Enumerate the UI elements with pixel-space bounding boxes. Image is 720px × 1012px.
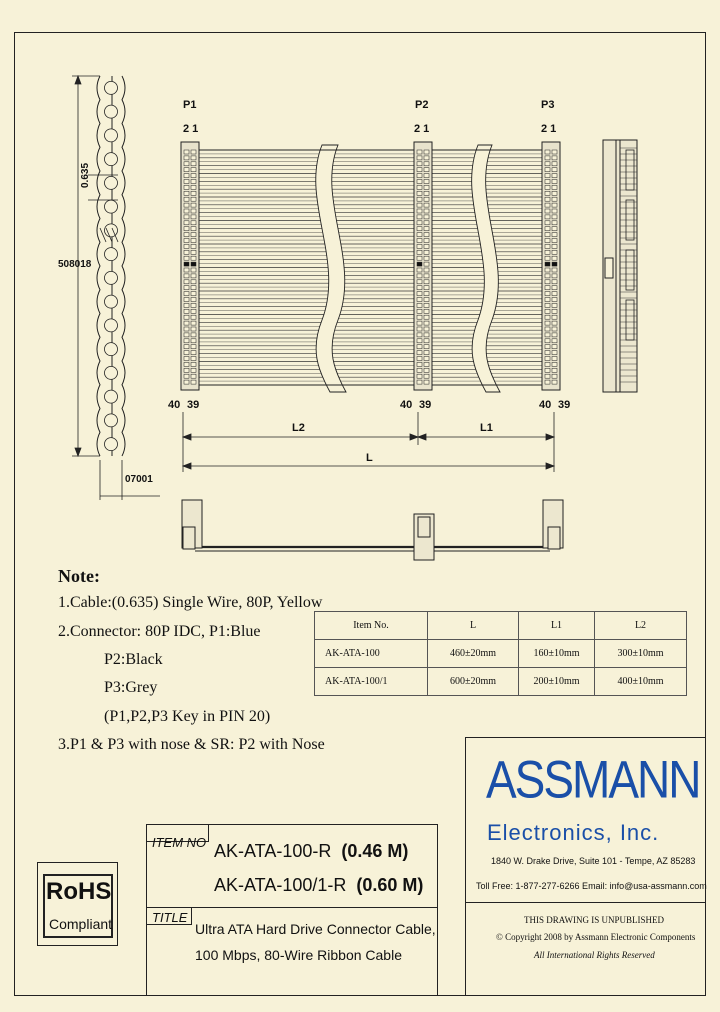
side-view [602,139,638,393]
p1-pin-40: 40 [168,399,181,411]
rohs-compliant: Compliant [49,916,113,932]
ribbon-wires [199,144,542,393]
divider [465,902,706,903]
table-cell: 600±20mm [427,667,519,696]
note-line-4: P3:Grey [104,679,158,696]
title-divider [146,907,438,908]
dim-l1-label: L1 [480,422,493,434]
copyright-text: Copyright 2008 by Assmann Electronic Com… [505,932,696,942]
width-label: 508018 [58,259,92,270]
table-cell: 160±10mm [518,639,595,668]
item-number-2: AK-ATA-100/1-R (0.60 M) [214,875,423,896]
p3-pin-top: 2 1 [541,123,557,135]
p3-pin-39: 39 [558,399,571,411]
table-header: L2 [594,611,687,640]
note-line-5: (P1,P2,P3 Key in PIN 20) [104,708,271,725]
thickness-label: 07001 [125,474,153,485]
table-row: AK-ATA-100/1 600±20mm 200±10mm 400±10mm [314,667,687,696]
table-header: L1 [518,611,595,640]
company-subtitle: Electronics, Inc. [487,820,660,845]
note-title: Note: [58,566,100,586]
dim-l2-label: L2 [292,422,305,434]
dim-l-label: L [366,452,373,464]
title-line-2: 100 Mbps, 80-Wire Ribbon Cable [195,947,402,963]
length-dimensions [181,412,556,472]
notice-unpublished: THIS DRAWING IS UNPUBLISHED [524,915,665,925]
note-line-3: P2:Black [104,651,163,668]
table-cell: 200±10mm [518,667,595,696]
title-block [146,824,438,996]
p3-pin-40: 40 [539,399,552,411]
item-code-2: AK-ATA-100/1-R [214,875,347,895]
item-number-1: AK-ATA-100-R (0.46 M) [214,841,408,862]
connector-p1 [180,141,200,391]
wire-cores [104,80,118,452]
p2-pin-39: 39 [419,399,432,411]
note-line-1: 1.Cable:(0.635) Single Wire, 80P, Yellow [58,594,323,611]
p2-pin-top: 2 1 [414,123,430,135]
item-code-1: AK-ATA-100-R [214,841,332,861]
title-line-1: Ultra ATA Hard Drive Connector Cable, [195,921,436,937]
width-dimension [72,74,160,500]
item-no-label: ITEM NO [152,835,207,850]
table-cell: AK-ATA-100 [314,639,428,668]
company-address: 1840 W. Drake Drive, Suite 101 - Tempe, … [491,856,696,866]
note-line-2: 2.Connector: 80P IDC, P1:Blue [58,623,261,640]
table-cell: 460±20mm [427,639,519,668]
table-cell: 300±10mm [594,639,687,668]
title-cell [146,907,192,925]
table-row: AK-ATA-100 460±20mm 160±10mm 300±10mm [314,639,687,668]
rohs-title: RoHS [46,878,112,905]
table-header-row: Item No. L L1 L2 [314,611,687,640]
p2-label: P2 [415,99,429,111]
connector-p2 [413,141,433,391]
table-cell: AK-ATA-100/1 [314,667,428,696]
rohs-badge [43,874,113,938]
item-table: Item No. L L1 L2 AK-ATA-100 460±20mm 160… [314,611,687,696]
p3-label: P3 [541,99,555,111]
item-length-1: (0.46 M) [341,841,409,861]
table-header: Item No. [314,611,428,640]
company-logo: ASSMANN [486,749,701,809]
company-block [465,737,706,996]
company-contact: Toll Free: 1-877-277-6266 Email: info@us… [476,881,707,891]
title-label: TITLE [152,910,188,925]
notice-rights: All International Rights Reserved [534,950,655,960]
table-cell: 400±10mm [594,667,687,696]
connector-p3 [541,141,561,391]
p2-pin-40: 40 [400,399,413,411]
rohs-outer [37,862,118,946]
pitch-label: 0.635 [80,162,91,188]
item-length-2: (0.60 M) [356,875,424,895]
p1-pin-top: 2 1 [183,123,199,135]
table-header: L [427,611,519,640]
notice-copyright: © Copyright 2008 by Assmann Electronic C… [496,932,696,942]
item-no-cell [146,824,209,842]
note-line-6: 3.P1 & P3 with nose & SR: P2 with Nose [58,736,325,753]
p1-label: P1 [183,99,197,111]
assembly-side-view [181,499,564,561]
cable-drawing [72,74,638,561]
p1-pin-39: 39 [187,399,200,411]
